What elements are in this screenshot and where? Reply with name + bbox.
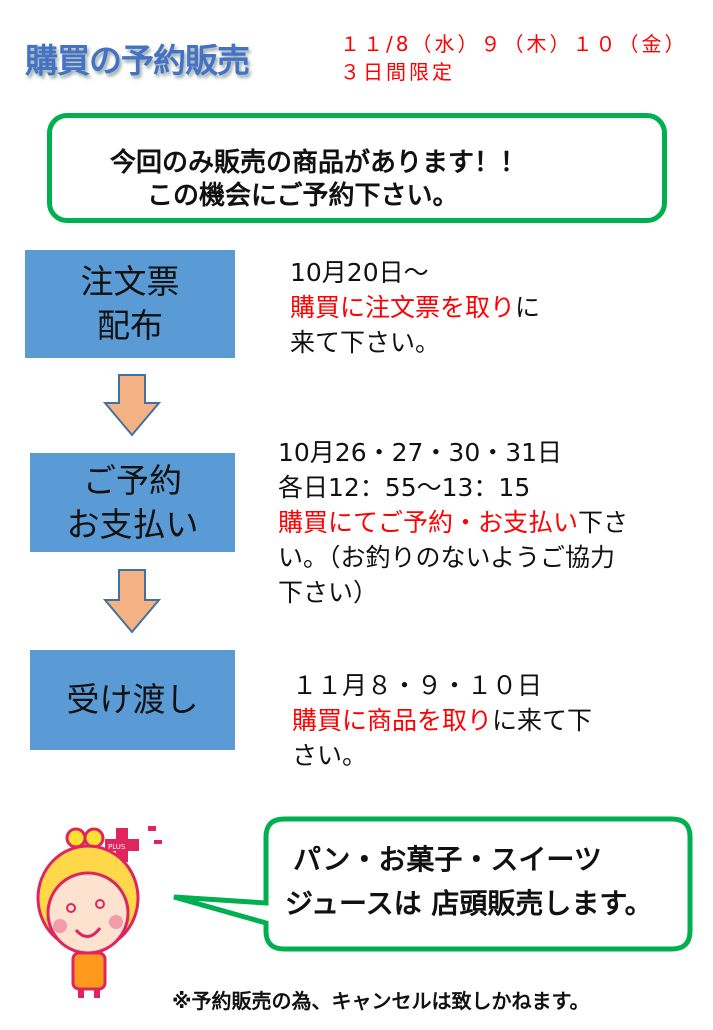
text: に来て下 [492, 706, 593, 735]
description-line: １１月８・９・１０日 [292, 668, 592, 703]
description-line: 購買に商品を取りに来て下 [292, 703, 592, 738]
cancellation-note: ※予約販売の為、キャンセルは致しかねます。 [172, 989, 590, 1013]
step-box-pickup: 受け渡し [30, 650, 235, 750]
bubble-line-1: パン・お菓子・スイーツ [293, 843, 602, 876]
step-label: 注文票 [80, 262, 180, 301]
page-title: 購買の予約販売 [25, 41, 250, 80]
step-label: 受け渡し [66, 680, 199, 719]
highlight-text: 購買にてご予約・お支払い [278, 508, 579, 537]
highlight-text: 購買に商品を取り [292, 706, 493, 735]
text: 来て下さい。 [290, 328, 441, 357]
text: 10月20日～ [290, 258, 429, 287]
description-line: 10月20日～ [290, 255, 540, 290]
description-line: 10月26・27・30・31日 [278, 435, 628, 470]
highlight-text: 購買に注文票を取り [290, 293, 516, 322]
step-box-distribution: 注文票配布 [25, 250, 235, 358]
down-arrow-icon [103, 374, 161, 437]
text: さい。 [292, 741, 368, 770]
sale-dates-text: １１/8（水）９（木）１０（金） [340, 32, 688, 56]
step-label: 配布 [97, 306, 163, 345]
notice-line-1: 今回のみ販売の商品があります！！ [110, 148, 527, 178]
text: １１月８・９・１０日 [292, 671, 543, 700]
step-label: ご予約 [83, 460, 182, 500]
step-description-pickup: １１月８・９・１０日購買に商品を取りに来て下さい。 [292, 668, 592, 773]
step-box-reservation: ご予約お支払い [30, 453, 235, 552]
sale-dates: １１/8（水）９（木）１０（金） ３日間限定 [340, 30, 687, 86]
text: 下さ [578, 508, 629, 537]
notice-box: 今回のみ販売の商品があります！！ この機会にご予約下さい。 [47, 113, 667, 223]
bubble-line-2: ジュースは 店頭販売します。 [285, 887, 653, 920]
notice-line-2: この機会にご予約下さい。 [147, 181, 459, 211]
description-line: 下さい） [278, 575, 628, 610]
description-line: さい。 [292, 738, 592, 773]
step-description-distribution: 10月20日～ 購買に注文票を取りに来て下さい。 [290, 255, 540, 360]
bubble-text: パン・お菓子・スイーツ ジュースは 店頭販売します。 [285, 838, 653, 926]
description-line: 購買にてご予約・お支払い下さ [278, 505, 628, 540]
step-description-reservation: 10月26・27・30・31日各日12：55～13：15 購買にてご予約・お支払い… [278, 435, 628, 610]
text: 下さい） [278, 578, 379, 607]
text: い。（お釣りのないようご協力 [278, 543, 616, 572]
description-line: 来て下さい。 [290, 325, 540, 360]
down-arrow-icon [103, 569, 161, 634]
mascot-illustration: PLUS [36, 826, 162, 998]
sale-period-text: ３日間限定 [340, 60, 455, 84]
text: 10月26・27・30・31日 [278, 438, 563, 467]
speech-bubble [173, 816, 693, 952]
text: に [515, 293, 541, 322]
mascot-badge: PLUS [108, 843, 126, 851]
description-line: 購買に注文票を取りに [290, 290, 540, 325]
description-line: い。（お釣りのないようご協力 [278, 540, 628, 575]
text: 各日12：55～13：15 [278, 473, 531, 502]
description-line: 各日12：55～13：15 [278, 470, 628, 505]
step-label: お支払い [66, 504, 199, 544]
